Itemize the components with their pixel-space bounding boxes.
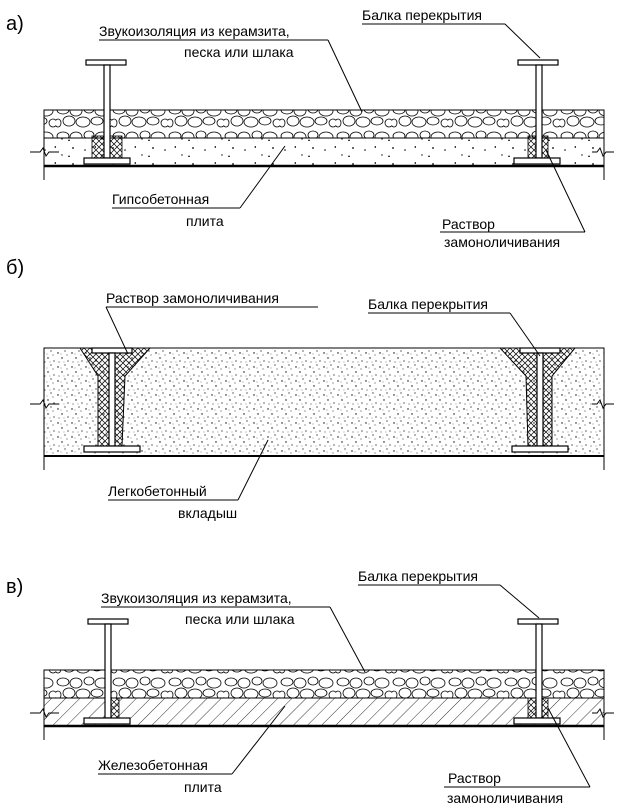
beam-right-c	[513, 618, 561, 725]
break-mark-left-a	[30, 146, 59, 158]
section-a: а) Балка перекрытия Зву	[6, 7, 614, 250]
mortar-label-a-2: замоноличивания	[444, 234, 560, 250]
slab-label-c-2: плита	[184, 779, 222, 795]
slab-label-c-1: Железобетонная	[98, 757, 208, 773]
mortar-label-a-1: Раствор	[442, 216, 495, 232]
insulation-label-a-1: Звукоизоляция из керамзита,	[99, 23, 290, 39]
reinforced-slab-c	[43, 697, 605, 727]
insulation-label-c-2: песка или шлака	[185, 611, 295, 627]
section-b: б) Раствор замоноличивания Балка перекры…	[6, 257, 614, 521]
beam-left-a	[83, 59, 131, 165]
gypsum-slab-a	[43, 137, 605, 167]
slab-label-a-2: плита	[186, 213, 224, 229]
insulation-label-c-1: Звукоизоляция из керамзита,	[101, 590, 292, 606]
insert-label-b-1: Легкобетонный	[108, 483, 207, 499]
mortar-label-b: Раствор замоноличивания	[106, 290, 279, 306]
insulation-layer-c	[43, 669, 605, 699]
beam-left-b	[79, 347, 152, 453]
section-c-letter: в)	[6, 576, 23, 598]
section-a-letter: а)	[6, 13, 24, 35]
beam-label-a: Балка перекрытия	[362, 7, 482, 23]
section-c: в) Балка перекрытия Звукоизоляция из кер…	[6, 568, 614, 806]
break-mark-left-b	[30, 398, 59, 410]
beam-label-c: Балка перекрытия	[358, 568, 478, 584]
break-mark-right-b	[592, 398, 614, 410]
insulation-label-a-2: песка или шлака	[184, 44, 294, 60]
break-mark-left-c	[30, 707, 59, 719]
section-b-letter: б)	[6, 257, 24, 279]
insert-label-b-2: вкладыш	[178, 505, 237, 521]
beam-right-b	[498, 347, 577, 453]
beam-right-a	[513, 59, 561, 165]
slab-label-a-1: Гипсобетонная	[112, 191, 209, 207]
break-mark-right-a	[592, 146, 614, 158]
insulation-layer-a	[43, 109, 605, 139]
beam-left-c	[83, 618, 131, 725]
beam-label-b: Балка перекрытия	[368, 296, 488, 312]
mortar-label-c-2: замоноличивания	[447, 790, 563, 806]
break-mark-right-c	[592, 707, 614, 719]
mortar-label-c-1: Раствор	[448, 770, 501, 786]
